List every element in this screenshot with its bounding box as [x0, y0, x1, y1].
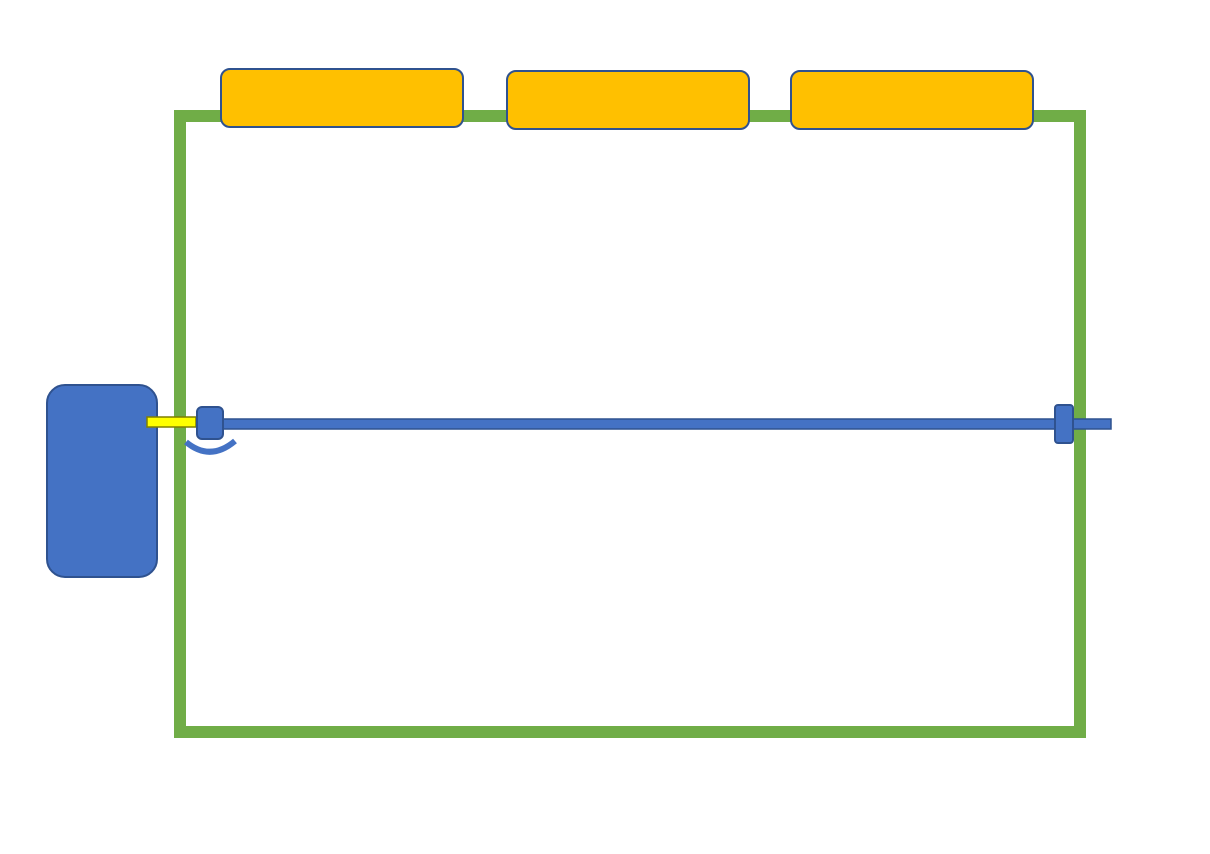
shaft [221, 418, 1112, 430]
top-block-2 [506, 70, 750, 130]
right-bracket [1054, 404, 1074, 444]
top-block-3 [790, 70, 1034, 130]
connector-link [146, 416, 197, 428]
left-knob [196, 406, 224, 440]
rotation-arc [184, 438, 237, 455]
top-block-1 [220, 68, 464, 128]
side-unit [46, 384, 158, 578]
